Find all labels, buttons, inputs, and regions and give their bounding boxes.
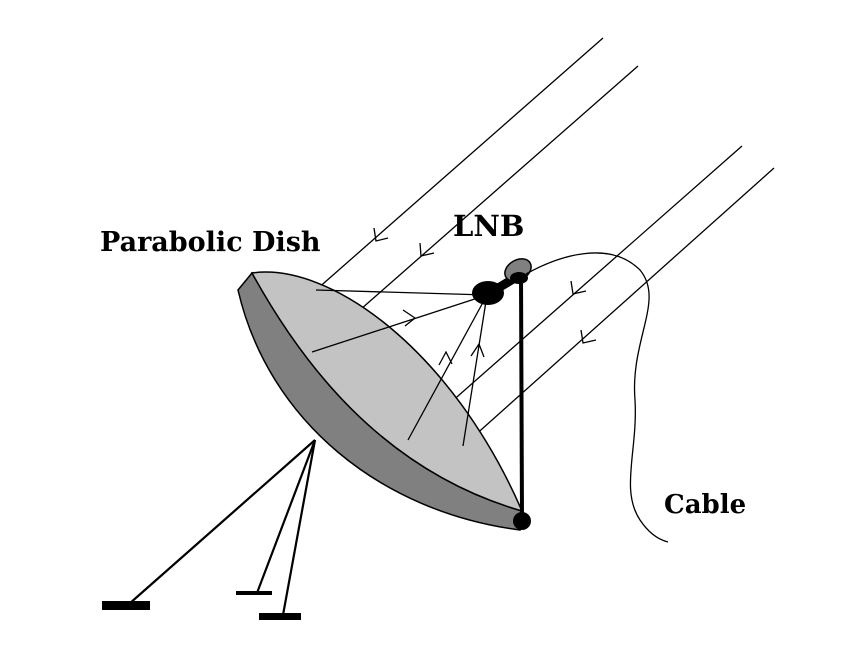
lnb-label: LNB [453, 209, 525, 243]
reflected-arrowhead-3 [471, 344, 484, 357]
mount-leg-middle [257, 440, 315, 593]
lnb-unit [472, 254, 535, 305]
mount-foot-right [259, 613, 301, 620]
signal-ray-2 [312, 66, 638, 352]
cable-label: Cable [664, 490, 747, 520]
ray-arrowhead-1 [374, 228, 388, 241]
mount-leg-right [283, 440, 315, 615]
signal-ray-4 [463, 168, 774, 446]
reflected-rays [312, 290, 487, 446]
signal-ray-1 [316, 38, 603, 290]
incoming-signal-rays [312, 38, 774, 446]
reflected-arrowhead-1 [403, 310, 415, 326]
mount-feet [102, 591, 301, 620]
arm-pivot [513, 512, 531, 530]
reflected-ray-1 [316, 290, 487, 295]
ray-arrowhead-2 [420, 243, 434, 256]
reflected-ray-2 [312, 295, 487, 352]
ray-arrowhead-3 [571, 281, 586, 294]
lnb-support-arm [521, 276, 522, 520]
parabolic-dish-label: Parabolic Dish [100, 227, 321, 258]
mount-foot-middle [236, 591, 272, 595]
reflected-arrowhead-2 [439, 352, 452, 365]
lnb-top-cap [510, 272, 528, 284]
mount-foot-left [102, 601, 150, 610]
reflected-ray-3 [408, 295, 487, 440]
lnb-feedhorn [472, 281, 504, 305]
reflected-ray-4 [463, 295, 487, 446]
mount-leg-left [129, 440, 315, 604]
cable [526, 253, 668, 542]
ray-arrowhead-4 [581, 330, 596, 343]
dish-mount [129, 440, 315, 615]
